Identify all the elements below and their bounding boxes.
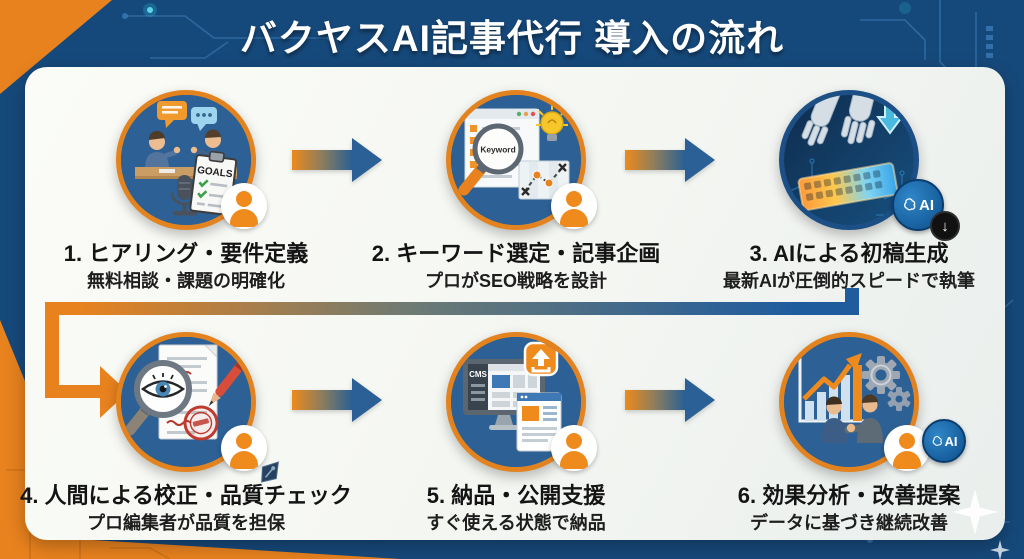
human-proofreading-icon xyxy=(121,337,251,467)
ai-badge-label: AI xyxy=(919,196,934,214)
step6-illustration: AI xyxy=(779,332,966,472)
step4-title: 4. 人間による校正・品質チェック xyxy=(20,483,352,508)
magnifier-keyword-icon: Keyword xyxy=(458,123,524,196)
red-pen-icon xyxy=(208,357,248,407)
step3-title: 3. AIによる初稿生成 xyxy=(749,241,949,266)
step6-subtitle: データに基づき継続改善 xyxy=(750,512,948,533)
speech-bubble-icon xyxy=(157,101,217,131)
loop-arrow-left-bar xyxy=(45,302,59,398)
step-2: Keyword 2. キーワード選定・記事企画 プロがSEO戦略を設計 xyxy=(346,90,686,292)
step4-illustration xyxy=(116,332,279,483)
published-page-icon xyxy=(516,392,562,452)
keyword-research-icon: Keyword xyxy=(451,95,581,225)
upload-icon xyxy=(523,341,559,377)
brain-icon xyxy=(904,198,916,211)
arrow-step5-to-step6 xyxy=(625,378,715,422)
step-3: AI ↓ 3. AIによる初稿生成 最新AIが圧倒的スピードで執筆 xyxy=(679,90,1019,292)
download-badge-icon: ↓ xyxy=(930,211,960,241)
step-5: CMS xyxy=(346,332,686,534)
microphone-icon xyxy=(170,175,200,216)
loop-arrow-bottom-bar xyxy=(45,385,103,398)
loop-arrow-right-stub xyxy=(845,288,859,306)
step6-title: 6. 効果分析・改善提案 xyxy=(737,483,961,508)
robot-hand-icon xyxy=(801,95,878,146)
magnifier-eye-icon xyxy=(124,360,192,436)
page-title: バクヤスAI記事代行 導入の流れ xyxy=(239,18,785,59)
step5-title: 5. 納品・公開支援 xyxy=(426,483,606,508)
arrow-step1-to-step2 xyxy=(292,138,382,182)
person-badge-icon xyxy=(551,425,597,471)
glowing-keyboard-icon xyxy=(797,162,899,212)
step2-subtitle: プロがSEO戦略を設計 xyxy=(424,270,607,291)
quality-stamp-icon xyxy=(183,405,219,441)
ai-badge-label: AI xyxy=(944,433,958,449)
step1-illustration: GOALS xyxy=(116,90,267,230)
cms-screen-label: CMS xyxy=(469,370,487,379)
step5-subtitle: すぐ使える状態で納品 xyxy=(426,512,606,533)
brain-icon xyxy=(932,435,942,446)
step2-illustration: Keyword xyxy=(446,90,597,230)
step1-subtitle: 無料相談・課題の明確化 xyxy=(87,270,285,291)
pen-nib-icon xyxy=(261,461,279,483)
loop-arrow-top-bar xyxy=(45,302,859,315)
step-6: AI 6. 効果分析・改善提案 データに基づき継続改善 xyxy=(679,332,1019,534)
step4-subtitle: プロ編集者が品質を担保 xyxy=(87,512,285,533)
ai-brain-badge: AI xyxy=(892,179,944,231)
step5-illustration: CMS xyxy=(446,332,597,472)
magnifier-keyword-label: Keyword xyxy=(480,145,515,155)
arrow-step4-to-step5 xyxy=(292,378,382,422)
clipboard-goals-label: GOALS xyxy=(196,165,233,180)
person-badge-icon xyxy=(221,183,267,229)
gear-icon xyxy=(862,356,911,411)
lightbulb-icon xyxy=(536,105,568,141)
handshake-people-icon xyxy=(821,394,883,443)
person-badge-icon xyxy=(551,183,597,229)
ai-robot-hands-typing-icon xyxy=(784,95,914,225)
person-badge-icon xyxy=(221,425,267,471)
arrow-step2-to-step3 xyxy=(625,138,715,182)
step-1: GOALS 1. ヒアリング・要件定義 無料相談・課題の明確化 xyxy=(16,90,356,292)
step3-illustration: AI ↓ xyxy=(779,90,960,241)
ai-brain-badge: AI xyxy=(922,419,966,463)
step2-title: 2. キーワード選定・記事企画 xyxy=(371,241,661,266)
step-4: 4. 人間による校正・品質チェック プロ編集者が品質を担保 xyxy=(6,332,366,534)
step1-title: 1. ヒアリング・要件定義 xyxy=(63,241,309,266)
step3-subtitle: 最新AIが圧倒的スピードで執筆 xyxy=(723,270,975,291)
